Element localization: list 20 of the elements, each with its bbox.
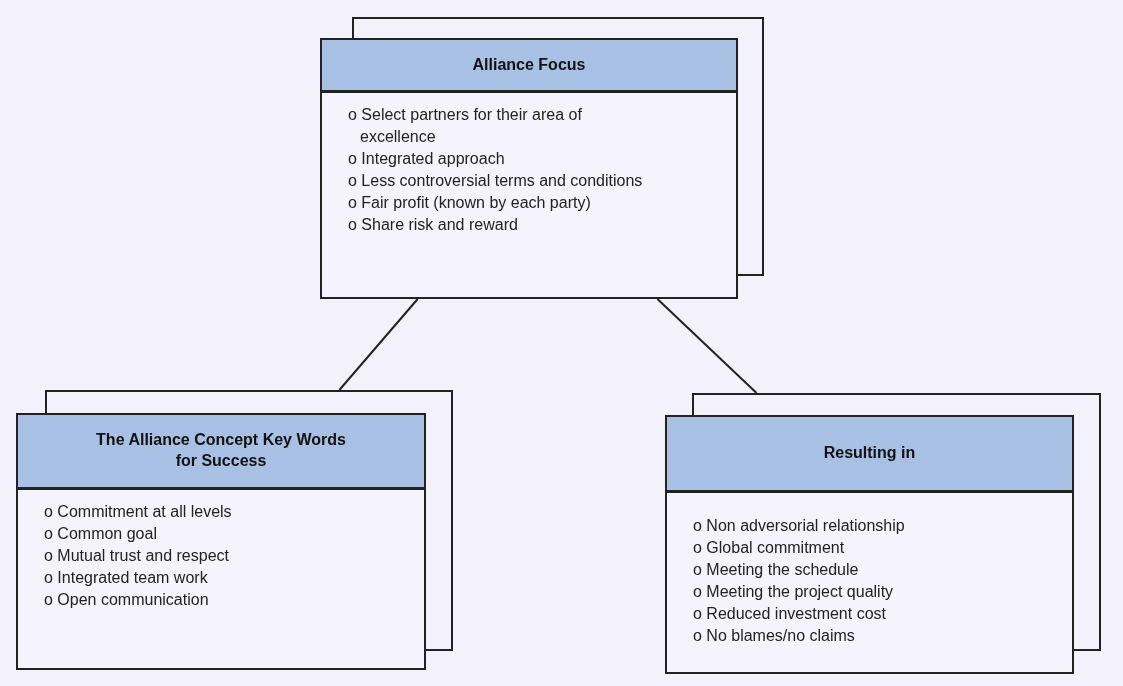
bullet-item: o Open communication (44, 590, 210, 610)
bullet-item: o Reduced investment cost (693, 604, 887, 624)
bullet-item: o Integrated approach (348, 149, 506, 169)
bullet-item: o Common goal (44, 524, 158, 544)
bullet-item: o Integrated team work (44, 568, 209, 588)
card-heading: Resulting in (823, 443, 916, 464)
bullet-item: o Meeting the schedule (693, 560, 860, 580)
connector-line (338, 298, 419, 391)
bullet-item: o Less controversial terms and conditions (348, 171, 644, 191)
bullet-item: o Fair profit (known by each party) (348, 193, 592, 213)
bullet-item: o Mutual trust and respect (44, 546, 230, 566)
connector-line (656, 298, 758, 394)
bullet-item: o Share risk and reward (348, 215, 519, 235)
bullet-item: o Global commitment (693, 538, 846, 558)
card-heading: Alliance Focus (472, 54, 586, 75)
bullet-item: o Commitment at all levels (44, 502, 233, 522)
bullet-item: o Meeting the project quality (693, 582, 895, 602)
bullet-item: o Non adversorial relationship (693, 516, 906, 536)
bullet-item: o No blames/no claims (693, 626, 856, 646)
card-heading: The Alliance Concept Key Words for Success (95, 430, 347, 471)
